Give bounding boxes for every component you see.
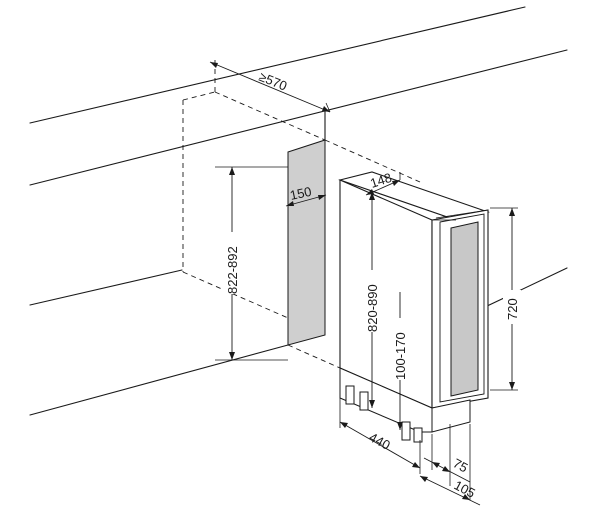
cooler-foot-back-2	[359, 391, 369, 411]
cooler-door-glass	[450, 221, 479, 397]
cooler-door-inner	[439, 213, 485, 403]
depth-arrow-left	[210, 62, 218, 68]
unit-height-arrow-bottom	[369, 400, 375, 408]
depth-label: ≥570	[257, 69, 289, 94]
base-line-left	[29, 344, 289, 416]
cooler-foot-front-2	[413, 427, 423, 443]
niche-height-arrow-top	[229, 167, 235, 175]
door-offset-label: 75	[451, 455, 471, 475]
door-height-arrow-bottom	[509, 382, 515, 390]
unit-depth-arrow-right	[412, 462, 420, 468]
cooler-foot-front	[401, 421, 411, 441]
door-depth-label: 105	[452, 477, 478, 500]
feet-height-label-bg	[391, 318, 409, 380]
base-line-right	[484, 267, 568, 308]
unit-depth-label: 440	[367, 429, 393, 452]
unit-width-arrow-right	[392, 180, 400, 186]
gap-arrow-left	[286, 201, 294, 206]
depth-dim-line	[209, 61, 331, 113]
door-height-dimension: 720	[490, 207, 521, 391]
niche-bottom-back	[182, 271, 289, 319]
unit-width-label: 148	[368, 170, 393, 191]
niche-height-label: 822-892	[225, 246, 240, 294]
door-height-label: 720	[505, 298, 520, 320]
unit-depth-arrow-left	[340, 422, 348, 428]
niche-bottom-front	[287, 344, 341, 369]
feet-height-arrow-bottom	[397, 422, 403, 430]
cooler-door-top-edge	[435, 209, 489, 219]
unit-height-label: 820-890	[365, 284, 380, 332]
door-offset-arrow-left	[432, 462, 440, 468]
door-offset-arrow-right	[442, 466, 450, 472]
door-offset-dimension: 75	[423, 424, 471, 486]
depth-dimension: ≥570	[209, 61, 331, 113]
niche-side-panel	[287, 109, 326, 346]
depth-dim-tick-right	[325, 102, 331, 113]
door-height-arrow-top	[509, 208, 515, 216]
door-depth-arrow-left	[420, 476, 428, 482]
niche-top-left	[182, 91, 216, 101]
gap-arrow-right	[318, 195, 326, 200]
niche-outline	[182, 60, 421, 369]
unit-height-label-bg	[363, 270, 381, 332]
floor-line-left	[29, 269, 183, 306]
gap-width-label: 150	[289, 184, 313, 203]
cooler-plinth	[339, 367, 433, 433]
countertop-back-edge	[29, 6, 526, 124]
feet-height-label: 100-170	[393, 332, 408, 380]
unit-height-arrow-top	[369, 192, 375, 200]
niche-height-label-bg	[223, 232, 241, 294]
door-height-label-bg	[503, 290, 521, 324]
cooler-plinth-front	[431, 399, 471, 433]
feet-height-dimension: 100-170	[391, 292, 409, 430]
cabinet-lines	[29, 6, 568, 416]
niche-top-diagonal	[214, 91, 326, 141]
unit-depth-dim-line	[339, 421, 421, 469]
gap-width-dimension: 150	[285, 184, 327, 207]
unit-height-dimension: 820-890	[363, 192, 381, 408]
niche-height-dimension: 822-892	[215, 166, 288, 361]
wine-cooler	[338, 171, 490, 443]
door-depth-dim-line	[419, 475, 481, 506]
depth-arrow-right	[322, 106, 330, 112]
door-depth-arrow-right	[462, 494, 470, 500]
cooler-foot-back	[345, 385, 355, 405]
countertop-front-edge	[29, 49, 568, 186]
niche-height-arrow-bottom	[229, 352, 235, 360]
niche-panel-shade	[287, 139, 326, 346]
